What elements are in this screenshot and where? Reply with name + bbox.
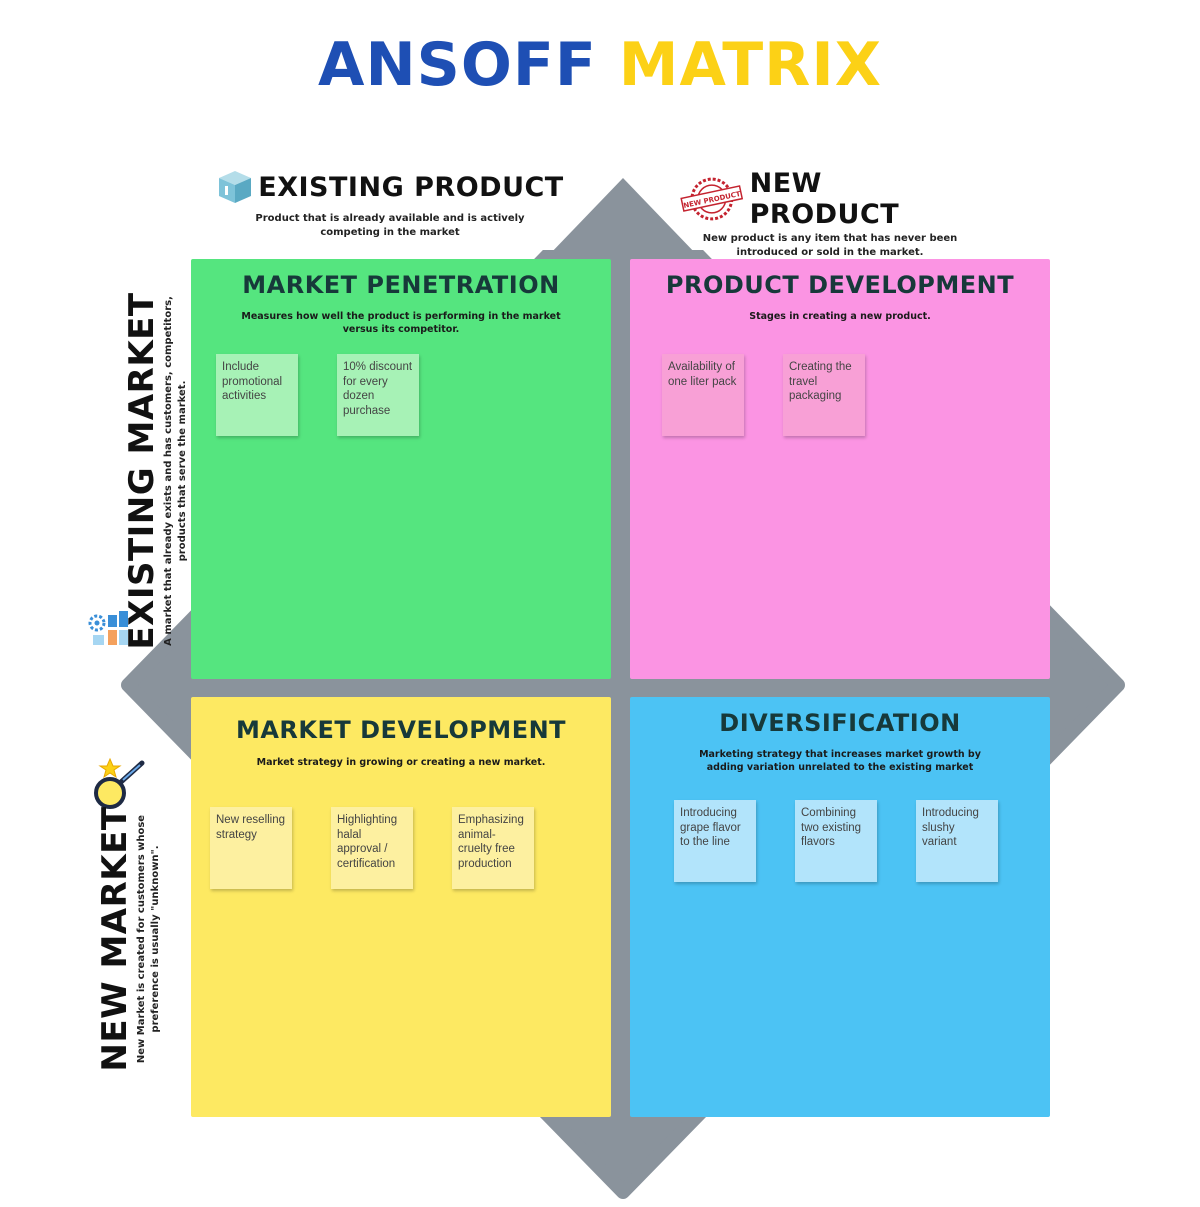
new-market-desc-line1: New Market is created for customers whos… — [136, 814, 147, 1064]
diversification-desc-line2: adding variation unrelated to the existi… — [706, 762, 974, 773]
package-box-icon — [219, 171, 252, 203]
existing-market-desc-line1: A market that already exists and has cus… — [163, 296, 174, 646]
title-word-ansoff: ANSOFF — [318, 30, 597, 100]
existing-product-description: Product that is already available and is… — [215, 212, 565, 240]
quadrant-diversification: DIVERSIFICATION Marketing strategy that … — [630, 697, 1050, 1117]
page-title: ANSOFF MATRIX — [0, 30, 1200, 100]
quadrant-market-penetration: MARKET PENETRATION Measures how well the… — [191, 259, 611, 679]
existing-product-desc-line2: competing in the market — [320, 227, 460, 238]
new-product-desc-line2: introduced or sold in the market. — [736, 247, 924, 258]
sticky-note[interactable]: 10% discount for every dozen purchase — [337, 354, 419, 436]
new-product-stamp-icon: NEW PRODUCT — [680, 177, 744, 221]
magnifier-star-icon — [90, 755, 148, 817]
market-development-description: Market strategy in growing or creating a… — [231, 756, 571, 769]
existing-product-desc-line1: Product that is already available and is… — [255, 213, 525, 224]
new-market-label: NEW MARKET — [95, 806, 135, 1072]
existing-market-desc-line2: products that serve the market. — [177, 380, 188, 562]
market-chart-icon — [88, 608, 132, 652]
new-market-desc-line2: preference is usually "unknown". — [150, 845, 161, 1033]
row-header-existing-market: EXISTING MARKET A market that already ex… — [122, 271, 202, 671]
diversification-desc-line1: Marketing strategy that increases market… — [699, 749, 981, 760]
sticky-note[interactable]: Creating the travel packaging — [783, 354, 865, 436]
title-word-matrix: MATRIX — [618, 30, 882, 100]
column-header-existing-product: EXISTING PRODUCT Product that is already… — [215, 168, 565, 248]
market-development-title: MARKET DEVELOPMENT — [235, 716, 567, 744]
sticky-note[interactable]: Combining two existing flavors — [795, 800, 877, 882]
new-market-description: New Market is created for customers whos… — [135, 774, 163, 1104]
market-penetration-desc-line1: Measures how well the product is perform… — [241, 311, 561, 322]
product-development-description: Stages in creating a new product. — [670, 310, 1010, 323]
existing-product-label: EXISTING PRODUCT — [258, 171, 564, 203]
market-penetration-desc-line2: versus its competitor. — [342, 324, 460, 335]
sticky-note[interactable]: Availability of one liter pack — [662, 354, 744, 436]
existing-market-description: A market that already exists and has cus… — [162, 271, 190, 671]
market-development-desc-line1: Market strategy in growing or creating a… — [256, 757, 546, 768]
sticky-note[interactable]: Introducing slushy variant — [916, 800, 998, 882]
quadrant-market-development: MARKET DEVELOPMENT Market strategy in gr… — [191, 697, 611, 1117]
row-header-new-market: NEW MARKET New Market is created for cus… — [95, 774, 175, 1104]
sticky-note[interactable]: New reselling strategy — [210, 807, 292, 889]
product-development-title: PRODUCT DEVELOPMENT — [665, 271, 1015, 299]
sticky-note[interactable]: Highlighting halal approval / certificat… — [331, 807, 413, 889]
diversification-title: DIVERSIFICATION — [719, 709, 961, 737]
sticky-note[interactable]: Emphasizing animal-cruelty free producti… — [452, 807, 534, 889]
diversification-description: Marketing strategy that increases market… — [670, 748, 1010, 774]
sticky-note[interactable]: Introducing grape flavor to the line — [674, 800, 756, 882]
existing-market-label: EXISTING MARKET — [122, 292, 162, 650]
new-product-label: NEW PRODUCT — [749, 168, 900, 230]
column-header-new-product: NEW PRODUCT NEW PRODUCT New product is a… — [680, 168, 980, 258]
new-product-desc-line1: New product is any item that has never b… — [702, 233, 958, 244]
quadrant-product-development: PRODUCT DEVELOPMENT Stages in creating a… — [630, 259, 1050, 679]
sticky-note[interactable]: Include promotional activities — [216, 354, 298, 436]
product-development-desc-line1: Stages in creating a new product. — [749, 311, 931, 322]
new-product-description: New product is any item that has never b… — [680, 232, 980, 260]
diamond-top-tip — [548, 178, 698, 256]
market-penetration-title: MARKET PENETRATION — [242, 271, 560, 299]
market-penetration-description: Measures how well the product is perform… — [231, 310, 571, 336]
